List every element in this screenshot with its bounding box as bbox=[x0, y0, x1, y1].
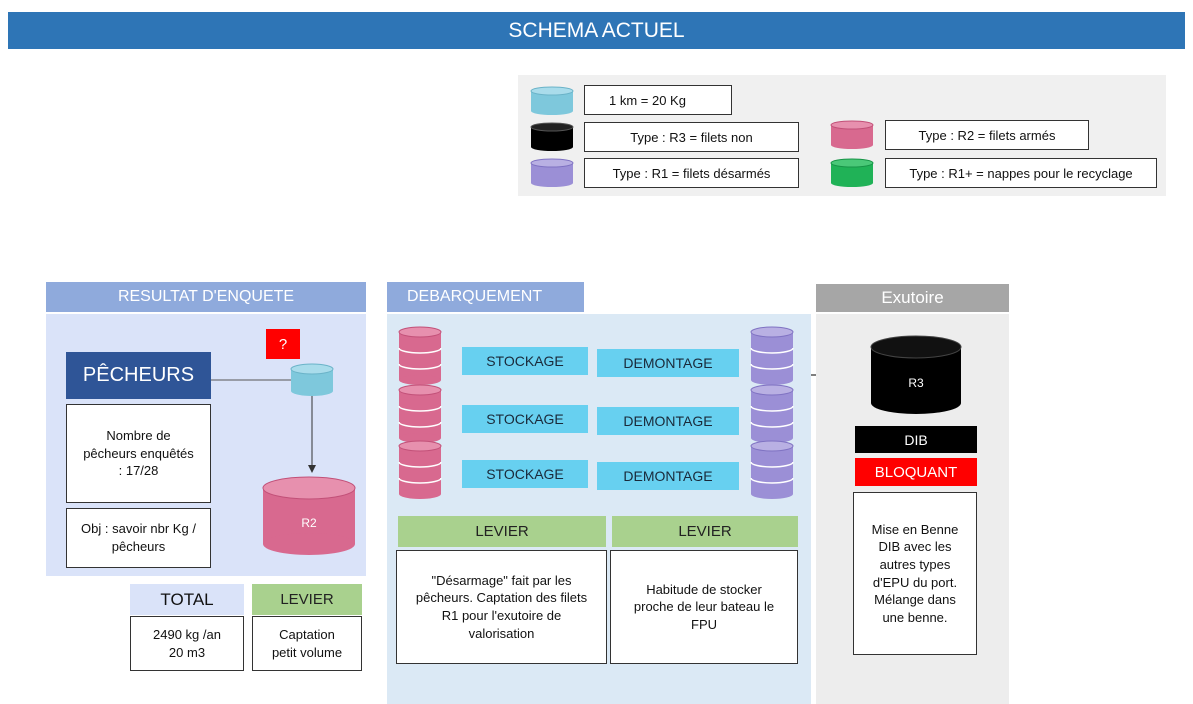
pink-stack-3-icon bbox=[398, 440, 442, 499]
r3-label: R3 bbox=[908, 376, 924, 390]
legend-r1plus: Type : R1+ = nappes pour le recyclage bbox=[885, 158, 1157, 188]
r2-cylinder-icon bbox=[262, 476, 356, 555]
enquete-levier-box: Captation petit volume bbox=[252, 616, 362, 671]
total-value-box: 2490 kg /an 20 m3 bbox=[130, 616, 244, 671]
legend-cylinder-r2-icon bbox=[830, 120, 874, 149]
stockage-3: STOCKAGE bbox=[462, 460, 588, 488]
pecheurs-box: PÊCHEURS bbox=[66, 352, 211, 399]
legend-r3: Type : R3 = filets non bbox=[584, 122, 799, 152]
legend-cylinder-r1plus-icon bbox=[830, 158, 874, 187]
purple-stack-1-icon bbox=[750, 326, 794, 385]
demontage-1: DEMONTAGE bbox=[597, 349, 739, 377]
question-badge: ? bbox=[266, 329, 300, 359]
debarquement-levier2-box: Habitude de stocker proche de leur batea… bbox=[610, 550, 798, 664]
pink-stack-2-icon bbox=[398, 384, 442, 443]
total-header: TOTAL bbox=[130, 584, 244, 615]
legend-scale: 1 km = 20 Kg bbox=[584, 85, 732, 115]
legend-cylinder-blue-icon bbox=[530, 86, 574, 115]
nombre-pecheurs-box: Nombre de pêcheurs enquêtés : 17/28 bbox=[66, 404, 211, 503]
bloquant-badge: BLOQUANT bbox=[855, 458, 977, 486]
legend-r2: Type : R2 = filets armés bbox=[885, 120, 1089, 150]
stockage-1: STOCKAGE bbox=[462, 347, 588, 375]
debarquement-levier1-header: LEVIER bbox=[398, 516, 606, 547]
purple-stack-3-icon bbox=[750, 440, 794, 499]
dib-badge: DIB bbox=[855, 426, 977, 453]
enquete-header: RESULTAT D'ENQUETE bbox=[46, 282, 366, 312]
exutoire-description-box: Mise en Benne DIB avec les autres types … bbox=[853, 492, 977, 655]
r2-label: R2 bbox=[301, 516, 317, 530]
legend-cylinder-r1-icon bbox=[530, 158, 574, 187]
exutoire-header: Exutoire bbox=[816, 284, 1009, 312]
debarquement-levier1-box: "Désarmage" fait par les pêcheurs. Capta… bbox=[396, 550, 607, 664]
stockage-2: STOCKAGE bbox=[462, 405, 588, 433]
page-title: SCHEMA ACTUEL bbox=[8, 12, 1185, 49]
purple-stack-2-icon bbox=[750, 384, 794, 443]
debarquement-levier2-header: LEVIER bbox=[612, 516, 798, 547]
legend-cylinder-r3-icon bbox=[530, 122, 574, 151]
enquete-levier-header: LEVIER bbox=[252, 584, 362, 615]
demontage-3: DEMONTAGE bbox=[597, 462, 739, 490]
demontage-2: DEMONTAGE bbox=[597, 407, 739, 435]
small-blue-cylinder-icon bbox=[290, 363, 334, 396]
debarquement-header: DEBARQUEMENT bbox=[387, 282, 584, 312]
r3-cylinder-icon bbox=[870, 335, 962, 414]
pink-stack-1-icon bbox=[398, 326, 442, 385]
objectif-box: Obj : savoir nbr Kg / pêcheurs bbox=[66, 508, 211, 568]
legend-r1: Type : R1 = filets désarmés bbox=[584, 158, 799, 188]
